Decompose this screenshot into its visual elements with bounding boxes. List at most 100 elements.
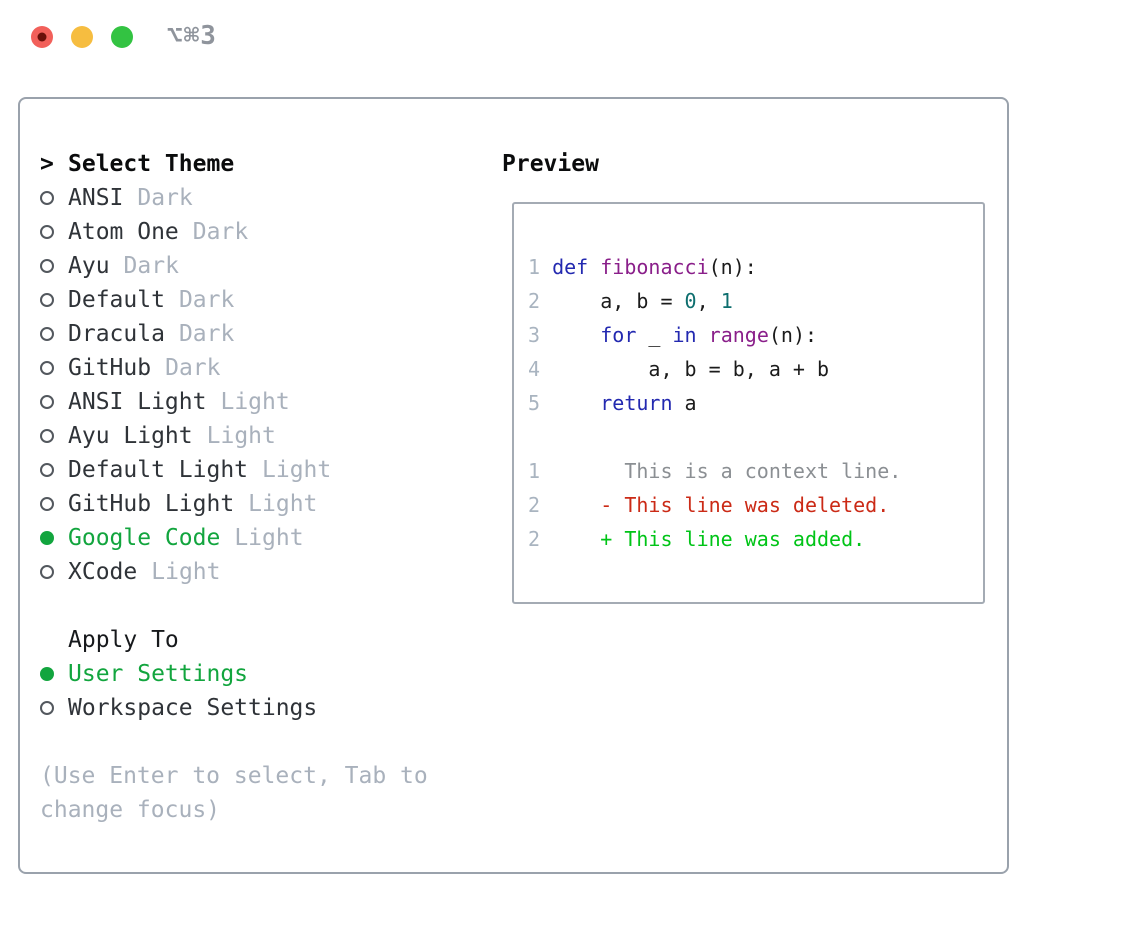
radio-unselected-icon (40, 701, 54, 715)
code-token-pl: a, b = b, a + b (540, 357, 830, 381)
option-label: User Settings (68, 661, 249, 687)
close-button[interactable] (31, 26, 53, 48)
window-title: ⌥⌘3 (167, 21, 217, 51)
code-token-kw: return (600, 391, 673, 415)
code-token-ln: 5 (528, 391, 541, 415)
code-line (528, 420, 983, 454)
code-line: 1 This is a context line. (528, 454, 983, 488)
code-line: 5 return a (528, 386, 983, 420)
code-token-ln: 1 (528, 459, 541, 483)
code-token-fn: range (708, 323, 769, 347)
code-token-ln: 2 (528, 289, 541, 313)
zoom-button[interactable] (111, 26, 133, 48)
code-token-pl (588, 255, 600, 279)
theme-variant-tag: Dark (192, 219, 249, 245)
radio-selected-icon (40, 667, 54, 681)
radio-unselected-icon (40, 327, 54, 341)
code-line: 2 a, b = 0, 1 (528, 284, 983, 318)
code-token-pl (540, 391, 600, 415)
option-label: Default (68, 287, 165, 313)
apply-option-workspace-settings[interactable]: Workspace Settings (40, 691, 428, 725)
spacer (40, 725, 428, 759)
code-line: 2 - This line was deleted. (528, 488, 983, 522)
theme-variant-tag: Light (206, 423, 276, 449)
theme-option-github-light[interactable]: GitHub Light Light (40, 487, 428, 521)
code-token-pl (697, 323, 709, 347)
radio-unselected-icon (40, 361, 54, 375)
select-theme-header-row: > Select Theme (40, 147, 428, 181)
code-token-ln: 2 (528, 527, 541, 551)
code-token-pl: _ (636, 323, 673, 347)
radio-unselected-icon (40, 191, 54, 205)
code-token-lit: 0 (684, 289, 697, 313)
theme-variant-tag: Light (248, 491, 318, 517)
theme-variant-tag: Dark (178, 287, 235, 313)
theme-variant-tag: Light (151, 559, 221, 585)
code-line: 1 def fibonacci(n): (528, 250, 983, 284)
code-token-pl (540, 255, 552, 279)
theme-option-dracula[interactable]: Dracula Dark (40, 317, 428, 351)
window-controls (31, 26, 133, 48)
radio-unselected-icon (40, 429, 54, 443)
radio-unselected-icon (40, 497, 54, 511)
code-token-pl: a, b = (540, 289, 685, 313)
option-label: Default Light (68, 457, 249, 483)
code-token-kw: for (600, 323, 637, 347)
code-token-pl: (n): (768, 323, 818, 347)
option-label: ANSI Light (68, 389, 207, 415)
code-token-pl: , (696, 289, 721, 313)
code-token-pl: a (672, 391, 697, 415)
theme-variant-tag: Light (234, 525, 304, 551)
radio-selected-icon (40, 531, 54, 545)
theme-option-ayu[interactable]: Ayu Dark (40, 249, 428, 283)
option-label: Ayu (68, 253, 110, 279)
theme-option-github[interactable]: GitHub Dark (40, 351, 428, 385)
code-token-fn: fibonacci (600, 255, 709, 279)
theme-variant-tag: Dark (123, 253, 179, 279)
select-theme-title: Select Theme (68, 151, 235, 177)
theme-variant-tag: Dark (137, 185, 193, 211)
code-token-ln: 4 (528, 357, 541, 381)
option-label: GitHub (68, 355, 152, 381)
preview-title: Preview (502, 151, 599, 177)
apply-option-user-settings[interactable]: User Settings (40, 657, 428, 691)
theme-variant-tag: Light (262, 457, 332, 483)
option-label: ANSI (68, 185, 124, 211)
minimize-button[interactable] (71, 26, 93, 48)
code-token-ln: 3 (528, 323, 541, 347)
code-token-ln: 1 (528, 255, 541, 279)
radio-unselected-icon (40, 225, 54, 239)
theme-variant-tag: Dark (165, 355, 221, 381)
code-token-kw: in (672, 323, 697, 347)
unsaved-dot-icon (37, 32, 47, 42)
option-label: GitHub Light (68, 491, 235, 517)
radio-unselected-icon (40, 565, 54, 579)
theme-variant-tag: Dark (178, 321, 235, 347)
radio-unselected-icon (40, 293, 54, 307)
apply-to-header-row: Apply To (40, 623, 428, 657)
theme-option-ansi[interactable]: ANSI Dark (40, 181, 428, 215)
theme-option-default[interactable]: Default Dark (40, 283, 428, 317)
hint-line: change focus) (40, 797, 221, 823)
option-label: Dracula (68, 321, 165, 347)
spacer (40, 589, 428, 623)
code-token-kw: def (552, 255, 589, 279)
code-token-pl (540, 323, 600, 347)
radio-unselected-icon (40, 259, 54, 273)
apply-to-title: Apply To (68, 627, 179, 653)
option-label: Workspace Settings (68, 695, 318, 721)
theme-option-default-light[interactable]: Default Light Light (40, 453, 428, 487)
code-token-ctx: This is a context line. (540, 459, 902, 483)
